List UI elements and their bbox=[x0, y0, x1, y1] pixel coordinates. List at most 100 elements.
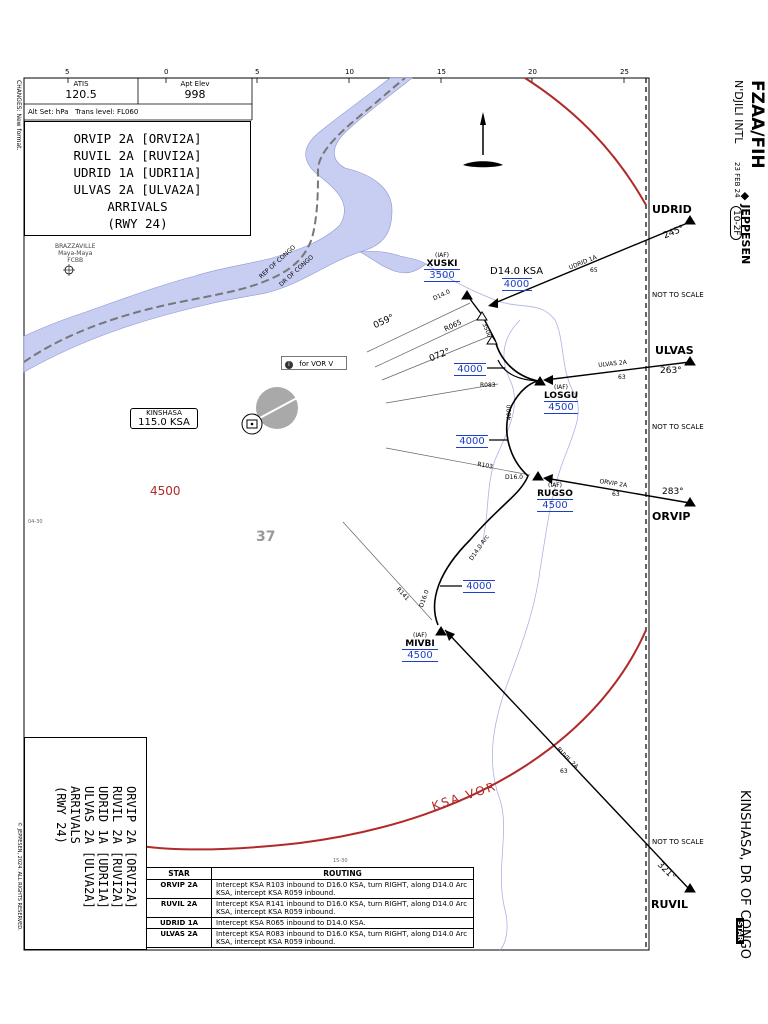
scale-tick-label: 15 bbox=[437, 68, 446, 76]
vor-note: i for VOR V bbox=[281, 356, 347, 370]
iaf-label: (IAF) bbox=[553, 384, 568, 391]
elev-value: 998 bbox=[184, 88, 206, 101]
jeppesen-icon: ◆ bbox=[739, 192, 752, 201]
title-line: ULVAS 2A [ULVA2A] bbox=[82, 786, 96, 909]
elev-label: Apt Elev bbox=[180, 80, 210, 88]
row-routing: Intercept KSA R083 inbound to D16.0 KSA,… bbox=[211, 928, 474, 948]
fix-ruvil-triangle bbox=[684, 883, 696, 893]
entry-orvip-course: 283° bbox=[662, 487, 684, 497]
entry-ruvil-name: RUVIL bbox=[651, 898, 689, 911]
fix-losgu-triangle bbox=[534, 376, 546, 386]
table-row: ORVIP 2A Intercept KSA R103 inbound to D… bbox=[146, 879, 474, 899]
inbound-legs bbox=[444, 221, 691, 891]
title-box-rotated: ORVIP 2A [ORVI2A] RUVIL 2A [RUVI2A] UDRI… bbox=[24, 737, 147, 950]
entry-orvip-dist: 63 bbox=[612, 491, 620, 498]
title-line: UDRID 1A [UDRI1A] bbox=[73, 165, 202, 180]
entry-ulvas-course: 263° bbox=[660, 366, 682, 376]
atis-cell: ATIS 120.5 bbox=[24, 80, 138, 101]
copyright: © JEPPESEN, 2024. ALL RIGHTS RESERVED. bbox=[16, 822, 22, 931]
not-to-scale-label: NOT TO SCALE bbox=[652, 291, 704, 299]
north-arrow-icon bbox=[463, 112, 503, 168]
mid-alt: 4000 bbox=[463, 580, 495, 593]
fix-name: MIVBI bbox=[405, 639, 435, 649]
routing-table: STAR ROUTING ORVIP 2A Intercept KSA R103… bbox=[146, 867, 474, 948]
entry-ulvas-dist: 63 bbox=[618, 374, 626, 381]
iaf-label: (IAF) bbox=[547, 482, 562, 489]
altset-line: Alt Set: hPa Trans level: FL060 bbox=[28, 108, 139, 116]
col-routing: ROUTING bbox=[211, 867, 474, 880]
fix-name: XUSKI bbox=[426, 259, 458, 269]
not-to-scale-label: NOT TO SCALE bbox=[652, 838, 704, 846]
river-water-inlet bbox=[358, 250, 427, 274]
fix-name: RUGSO bbox=[537, 489, 573, 499]
brazzaville-code: FCBB bbox=[67, 257, 84, 264]
airport-icon bbox=[63, 264, 75, 276]
lat-label: 15-30 bbox=[333, 858, 348, 864]
entry-udrid-name: UDRID bbox=[652, 203, 692, 216]
airport-name: N'DJILI INTL bbox=[732, 80, 745, 144]
alt-leaders bbox=[440, 367, 508, 587]
river-water bbox=[23, 77, 413, 373]
scale-tick-label: 25 bbox=[620, 68, 629, 76]
title-line: ORVIP 2A [ORVI2A] bbox=[124, 786, 138, 909]
open-fixes bbox=[476, 311, 498, 345]
scale-tick-label: 10 bbox=[345, 68, 354, 76]
changes-note: CHANGES: New format. bbox=[15, 80, 22, 151]
chart-frame bbox=[23, 77, 650, 951]
scale-tick-label: 0 bbox=[164, 68, 169, 76]
title-line: (RWY 24) bbox=[54, 786, 68, 844]
table-row: RUVIL 2A Intercept KSA R141 inbound to D… bbox=[146, 898, 474, 918]
brazzaville-name: BRAZZAVILLE bbox=[55, 243, 96, 250]
title-line: ARRIVALS bbox=[68, 786, 82, 844]
scale-tick-label: 5 bbox=[65, 68, 70, 76]
fix-name: LOSGU bbox=[544, 391, 579, 401]
elev-cell: Apt Elev 998 bbox=[138, 80, 252, 101]
vor-name: KINSHASA bbox=[146, 409, 182, 417]
d14-fix: D14.0 KSA 4000 bbox=[490, 266, 543, 291]
d14-fix-label: D14.0 KSA bbox=[490, 266, 544, 277]
arrowheads bbox=[445, 298, 553, 641]
fix-xuski-triangle bbox=[461, 290, 473, 300]
fix-udrid-triangle bbox=[684, 215, 696, 225]
table-row: UDRID 1A Intercept KSA R065 inbound to D… bbox=[146, 917, 474, 929]
title-line: ORVIP 2A [ORVI2A] bbox=[73, 131, 202, 146]
fix-orvip-triangle bbox=[684, 497, 696, 507]
row-routing: Intercept KSA R141 inbound to D16.0 KSA,… bbox=[211, 898, 474, 918]
title-line: (RWY 24) bbox=[107, 216, 168, 231]
minor-rivers bbox=[425, 263, 579, 951]
entry-udrid-dist: 65 bbox=[590, 267, 598, 274]
mid-alt: 4000 bbox=[456, 435, 488, 448]
vor-freq: 115.0 KSA bbox=[138, 417, 190, 428]
title-line: RUVIL 2A [RUVI2A] bbox=[73, 148, 202, 163]
title-line: ARRIVALS bbox=[107, 199, 168, 214]
vor-note-text: for VOR V bbox=[299, 360, 334, 368]
row-star: RUVIL 2A bbox=[146, 898, 212, 918]
fix-alt: 3500 bbox=[424, 269, 460, 282]
fix-triangles bbox=[435, 215, 696, 893]
row-routing: Intercept KSA R103 inbound to D16.0 KSA,… bbox=[211, 879, 474, 899]
col-star: STAR bbox=[146, 867, 212, 880]
row-star: UDRID 1A bbox=[146, 917, 212, 929]
fix-alt: 4500 bbox=[402, 649, 438, 662]
fix-alt: 4500 bbox=[537, 499, 573, 512]
publisher-logo: ◆ JEPPESEN bbox=[739, 192, 752, 264]
scale-tick-label: 5 bbox=[255, 68, 260, 76]
atis-label: ATIS bbox=[73, 80, 89, 88]
table-row: ULVAS 2A Intercept KSA R083 inbound to D… bbox=[146, 928, 474, 948]
row-star: ORVIP 2A bbox=[146, 879, 212, 899]
title-line: ULVAS 2A [ULVA2A] bbox=[73, 182, 202, 197]
fix-mivbi: (IAF) MIVBI 4500 bbox=[402, 632, 438, 662]
atis-value: 120.5 bbox=[65, 88, 97, 101]
mid-alt: 4000 bbox=[454, 363, 486, 376]
iaf-label: (IAF) bbox=[434, 252, 449, 259]
ksa-vor-arc bbox=[524, 77, 647, 206]
scale-ticks bbox=[67, 78, 625, 83]
fix-xuski: (IAF) XUSKI 3500 bbox=[424, 252, 460, 282]
publisher-name: JEPPESEN bbox=[739, 204, 752, 265]
iaf-label: (IAF) bbox=[412, 632, 427, 639]
title-line: RUVIL 2A [RUVI2A] bbox=[110, 786, 124, 909]
row-star: ULVAS 2A bbox=[146, 928, 212, 948]
fix-rugso: (IAF) RUGSO 4500 bbox=[537, 482, 573, 512]
chart-type-badge: STAR bbox=[736, 918, 744, 945]
